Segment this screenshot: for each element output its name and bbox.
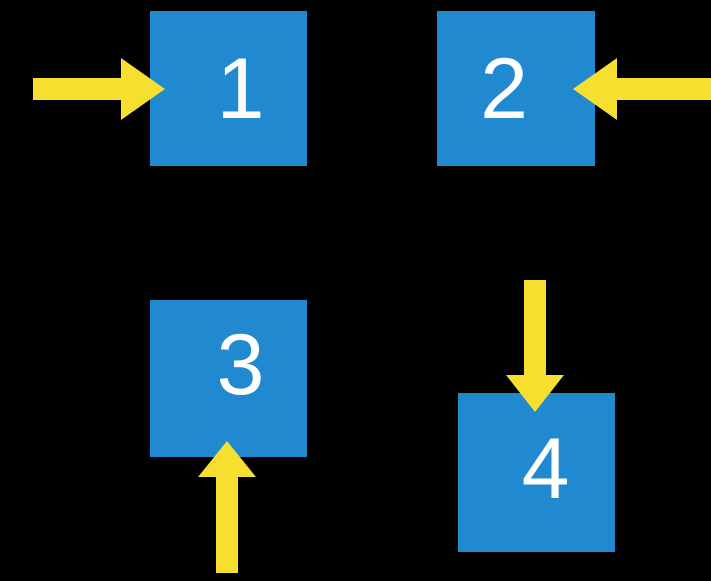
node-label-3: 3 [216, 316, 265, 413]
node-label-1: 1 [216, 40, 265, 137]
node-box-4[interactable] [458, 393, 615, 552]
node-box-2[interactable] [437, 11, 595, 166]
arrow-right-icon [33, 58, 165, 120]
node-label-4: 4 [521, 420, 570, 517]
node-box-1[interactable] [150, 11, 307, 166]
node-box-3[interactable] [150, 300, 307, 457]
node-label-2: 2 [480, 40, 528, 137]
arrow-up-icon [198, 441, 256, 573]
